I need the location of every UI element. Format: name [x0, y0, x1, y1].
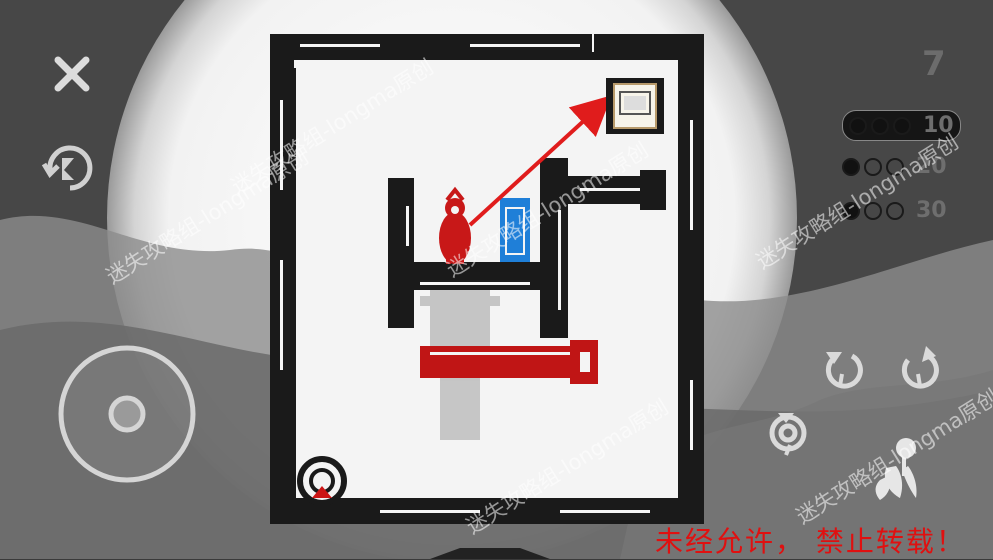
- goal-dot: [893, 116, 911, 135]
- floor-plate: [430, 548, 550, 559]
- blue-block[interactable]: [500, 198, 530, 262]
- goal-dot: [886, 201, 904, 220]
- flower-icon[interactable]: [875, 438, 917, 500]
- rotate-cw-icon[interactable]: [901, 346, 939, 389]
- goal-dot: [886, 157, 904, 176]
- mist-right: [620, 370, 993, 559]
- player-character[interactable]: [439, 186, 471, 264]
- rotate-swap-icon[interactable]: [769, 413, 807, 456]
- goal-row-moves: 10: [842, 110, 961, 141]
- joystick-icon[interactable]: [58, 345, 196, 483]
- rotation-dial[interactable]: [297, 456, 347, 506]
- level-number: 7: [922, 44, 946, 84]
- wall-marks: [280, 34, 693, 513]
- copyright-notice: 未经允许， 禁止转载！: [655, 525, 966, 558]
- inner-wall-marks: [406, 188, 640, 310]
- goal-dot: [842, 201, 860, 220]
- goal-dot: [864, 157, 882, 176]
- goal-dot: [871, 116, 889, 135]
- rotate-ccw-icon[interactable]: [825, 352, 863, 389]
- inner-walls: [388, 158, 666, 338]
- goal-dot: [864, 201, 882, 220]
- goal-dot: [849, 116, 867, 135]
- close-icon[interactable]: [54, 56, 90, 92]
- red-movable-block[interactable]: [420, 340, 598, 384]
- goal-value: 20: [916, 154, 947, 179]
- goal-value: 30: [916, 198, 947, 223]
- exit-door[interactable]: [606, 78, 664, 134]
- goal-dot: [842, 157, 860, 176]
- rewind-time-icon[interactable]: [41, 145, 93, 191]
- goal-row-moves: 30: [842, 198, 947, 223]
- hint-arrow: [468, 95, 612, 227]
- goal-row-moves: 20: [842, 154, 947, 179]
- goal-value: 10: [923, 113, 954, 138]
